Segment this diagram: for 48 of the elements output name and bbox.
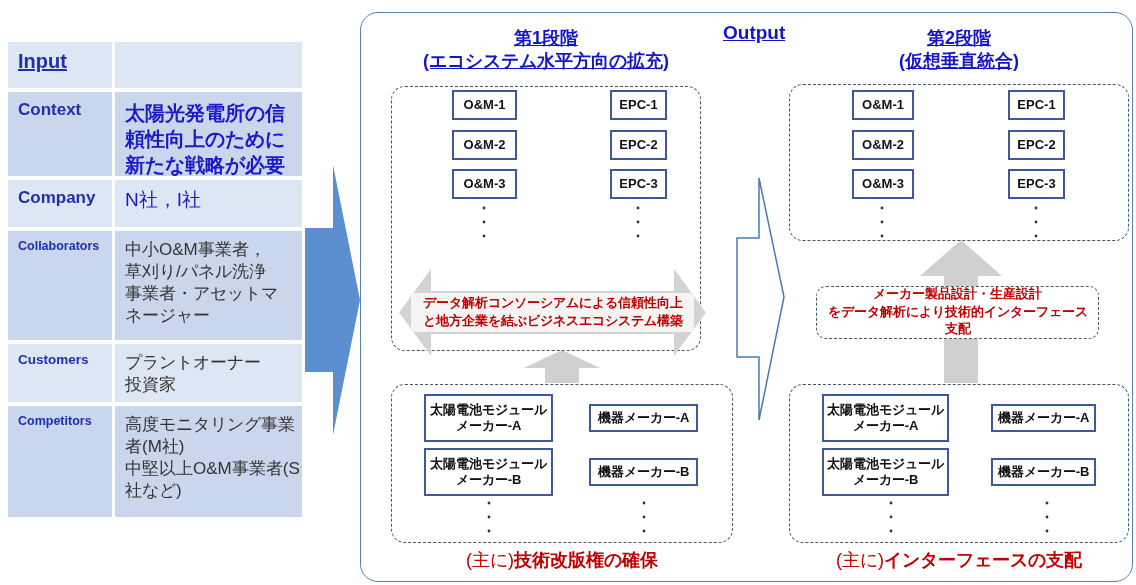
cell-text: 投資家	[125, 374, 177, 397]
stage-group	[789, 29, 1129, 241]
block-arrow	[524, 350, 600, 383]
group-caption: (主に)インターフェースの支配	[835, 549, 1083, 572]
output-panel	[360, 12, 1133, 582]
company-box: EPC-3	[610, 169, 667, 199]
company-box: 機器メーカー-B	[589, 458, 698, 486]
double-arrow	[399, 269, 706, 356]
cell-text: Collaborators	[18, 239, 101, 253]
stage-heading: 第1段階	[513, 27, 579, 50]
company-box: O&M-3	[852, 169, 914, 199]
cell-text: Input	[18, 50, 68, 73]
company-box: EPC-1	[1008, 90, 1065, 120]
company-box: EPC-1	[610, 90, 667, 120]
arrow-label: データ解析コンソーシアムによる信頼性向上と地方企業を結ぶビジネスエコシステム構築	[411, 293, 694, 332]
stage-heading: 第2段階	[926, 27, 992, 50]
company-box: 太陽電池モジュールメーカー-A	[424, 394, 553, 442]
company-box: O&M-1	[852, 90, 914, 120]
block-arrow	[305, 165, 360, 435]
chevron-arrow	[736, 177, 785, 421]
company-box: EPC-2	[610, 130, 667, 160]
company-box: 太陽電池モジュールメーカー-A	[822, 394, 949, 442]
group-caption: (主に)技術改版権の確保	[465, 549, 659, 572]
stage-heading: (エコシステム水平方向の拡充)	[422, 50, 670, 73]
cell-text: プラントオーナー	[125, 352, 262, 374]
company-box: O&M-2	[452, 130, 517, 160]
cell-text: 太陽光発電所の信頼性向上のために新たな戦略が必要	[125, 101, 286, 178]
company-box: 太陽電池モジュールメーカー-B	[424, 448, 553, 496]
cell-text: Company	[18, 188, 97, 208]
cell-text: N社，I社	[125, 188, 202, 212]
cell-text: Customers	[18, 352, 90, 367]
company-box: 機器メーカー-A	[589, 404, 698, 432]
company-box: EPC-3	[1008, 169, 1065, 199]
company-box: 太陽電池モジュールメーカー-B	[822, 448, 949, 496]
cell-text: 中小O&M事業者，草刈り/パネル洗浄事業者・アセットマネージャー	[125, 239, 279, 328]
stage-heading: (仮想垂直統合)	[898, 50, 1020, 73]
cell-text: Competitors	[18, 414, 93, 428]
cell-text: 高度モニタリング事業者(M社)	[125, 414, 296, 459]
company-box: EPC-2	[1008, 130, 1065, 160]
cell-text: Context	[18, 100, 83, 120]
note-box: メーカー製品設計・生産設計をデータ解析により技術的インターフェース支配	[816, 286, 1099, 339]
cell-text: 中堅以上O&M事業者(S社など)	[125, 458, 300, 503]
company-box: O&M-3	[452, 169, 517, 199]
company-box: O&M-1	[452, 90, 517, 120]
company-box: 機器メーカー-B	[991, 458, 1096, 486]
company-box: 機器メーカー-A	[991, 404, 1096, 432]
company-box: O&M-2	[852, 130, 914, 160]
panel-title: Output	[723, 21, 786, 45]
